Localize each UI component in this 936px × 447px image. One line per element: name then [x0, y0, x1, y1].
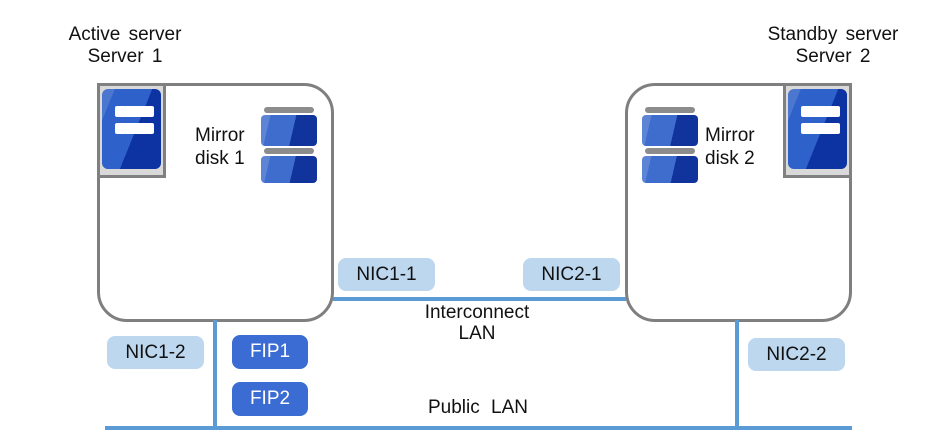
- server2-caption: Standby server Server 2: [748, 24, 918, 68]
- disk-lid-icon: [645, 107, 695, 113]
- server2-name-label: Server 2: [795, 46, 871, 67]
- disk-platter-icon: [261, 156, 317, 183]
- mirror-disk2-label-line2: disk 2: [705, 148, 755, 169]
- fip2-badge: FIP2: [232, 382, 308, 416]
- server2-role-label: Standby server: [767, 24, 899, 45]
- server-slot-icon: [801, 106, 840, 117]
- server1-role-label: Active server: [68, 24, 182, 45]
- public-lan-line: [105, 426, 852, 430]
- mirror-disk-icon: [261, 107, 317, 183]
- mirror-disk-icon: [642, 107, 698, 183]
- mirror-disk1-label-line2: disk 1: [195, 148, 245, 169]
- public-lan-label: Public LAN: [428, 397, 528, 418]
- nic1-2-badge: NIC1-2: [107, 336, 204, 369]
- nic2-1-badge: NIC2-1: [523, 258, 620, 291]
- interconnect-lan-label-line2: LAN: [458, 323, 496, 344]
- disk-lid-icon: [264, 107, 314, 113]
- disk-lid-icon: [264, 148, 314, 154]
- server1-caption: Active server Server 1: [40, 24, 210, 68]
- mirror-disk1-label: Mirror disk 1: [195, 124, 245, 170]
- interconnect-lan-label: Interconnect LAN: [397, 302, 557, 344]
- server-icon: [97, 83, 166, 178]
- server1-name-label: Server 1: [87, 46, 163, 67]
- disk-platter-icon: [261, 115, 317, 146]
- server-slot-icon: [115, 123, 154, 134]
- server1-public-lan-link-line: [213, 320, 217, 430]
- server-icon-body: [788, 89, 847, 169]
- server-icon-body: [102, 89, 161, 169]
- disk-platter-icon: [642, 115, 698, 146]
- mirror-disk2-label-line1: Mirror: [705, 125, 755, 146]
- fip1-badge: FIP1: [232, 335, 308, 369]
- server-slot-icon: [115, 106, 154, 117]
- mirror-disk1-label-line1: Mirror: [195, 125, 245, 146]
- nic1-1-badge: NIC1-1: [338, 258, 435, 291]
- server-icon: [783, 83, 852, 178]
- nic2-2-badge: NIC2-2: [748, 338, 845, 371]
- server-slot-icon: [801, 123, 840, 134]
- interconnect-lan-line: [333, 297, 626, 301]
- disk-platter-icon: [642, 156, 698, 183]
- server2-public-lan-link-line: [735, 320, 739, 430]
- interconnect-lan-label-line1: Interconnect: [424, 302, 530, 323]
- mirror-disk2-label: Mirror disk 2: [705, 124, 755, 170]
- disk-lid-icon: [645, 148, 695, 154]
